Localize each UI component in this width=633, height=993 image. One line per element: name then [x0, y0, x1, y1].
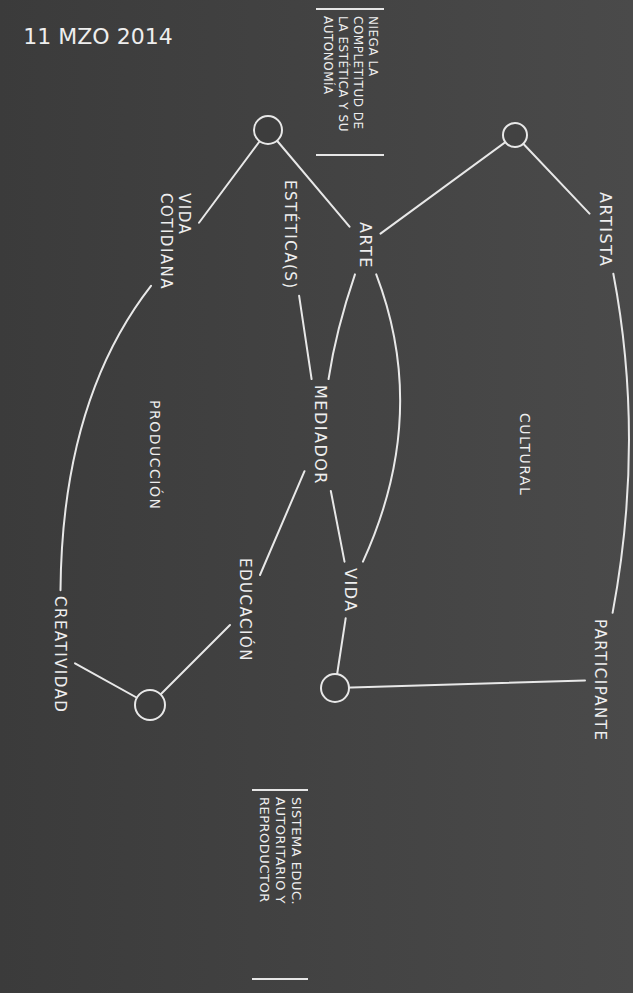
node-text: MEDIADOR — [311, 385, 330, 485]
concept-word: EDUCACIÓN — [234, 556, 256, 664]
connector-line — [329, 274, 355, 379]
junction-circle — [254, 116, 282, 144]
concept-word: PARTICIPANTE — [589, 617, 611, 743]
node-text: EDUCACIÓN — [236, 558, 254, 662]
junction-circle — [321, 674, 349, 702]
connector-line — [335, 618, 585, 688]
node-text: VIDA — [341, 568, 360, 613]
connector-line — [363, 274, 400, 561]
junction-circle — [135, 690, 165, 720]
concept-word: VIDA — [339, 566, 362, 615]
concept-word: ARTE — [354, 220, 377, 271]
concept-word: ESTÉTICA(S) — [279, 178, 301, 292]
note-bracket: SISTEMA EDUC. AUTORITARIO Y REPRODUCTOR — [252, 789, 309, 980]
node-text: CREATIVIDAD — [51, 596, 69, 713]
connector-line — [299, 296, 311, 379]
node-text: PARTICIPANTE — [591, 619, 609, 741]
concept-word: MEDIADOR — [309, 383, 332, 487]
region-label: CULTURAL — [517, 413, 533, 496]
region-label: PRODUCCIÓN — [147, 400, 163, 510]
connector-line — [613, 274, 629, 613]
note-bracket: NIEGA LA COMPLETITUD DE LA ESTÉTICA Y SU… — [316, 8, 384, 156]
connector-line — [381, 135, 590, 234]
node-text: ESTÉTICA(S) — [281, 180, 299, 290]
node-text: ARTE — [356, 222, 375, 269]
connector-line — [199, 130, 350, 227]
connector-line — [331, 491, 345, 562]
node-text: SISTEMA EDUC. AUTORITARIO Y REPRODUCTOR — [256, 797, 305, 972]
junction-circle — [503, 123, 527, 147]
connector-line — [61, 286, 151, 591]
connector-line — [260, 471, 305, 575]
date-heading: 11 MZO 2014 — [23, 24, 172, 49]
node-text: NIEGA LA COMPLETITUD DE LA ESTÉTICA Y SU… — [320, 16, 380, 148]
concept-word: VIDA COTIDIANA — [155, 191, 195, 320]
concept-word: CREATIVIDAD — [49, 594, 71, 715]
concept-word: ARTISTA — [594, 190, 617, 270]
node-text: VIDA COTIDIANA — [157, 193, 193, 318]
node-text: ARTISTA — [596, 192, 615, 268]
